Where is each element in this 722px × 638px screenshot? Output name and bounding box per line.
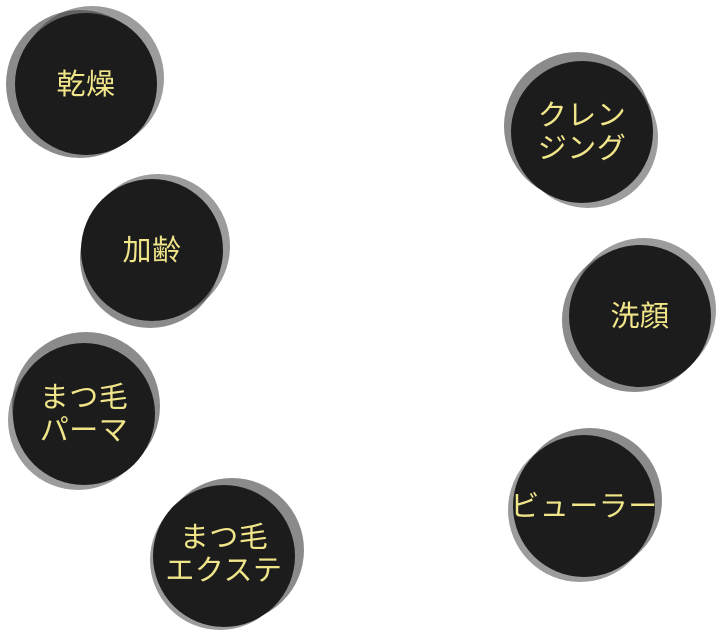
blob-shape: [150, 478, 304, 630]
cause-cleansing: クレン ジング: [502, 52, 662, 212]
cause-matsuge-ext: まつ毛 エクステ: [144, 474, 304, 634]
cause-sengan: 洗顔: [560, 236, 720, 396]
cause-matsuge-perm: まつ毛 パーマ: [4, 332, 164, 494]
blob-shape: [504, 52, 658, 208]
cause-kansou: 乾燥: [6, 4, 166, 164]
blob-shape: [562, 238, 716, 392]
blob-shape: [6, 6, 164, 158]
blob-shape: [508, 428, 662, 582]
cause-karei: 加齢: [72, 170, 232, 330]
cause-eyelash-curler: ビューラー: [504, 426, 664, 586]
blob-shape: [8, 332, 160, 490]
blob-shape: [80, 174, 230, 328]
